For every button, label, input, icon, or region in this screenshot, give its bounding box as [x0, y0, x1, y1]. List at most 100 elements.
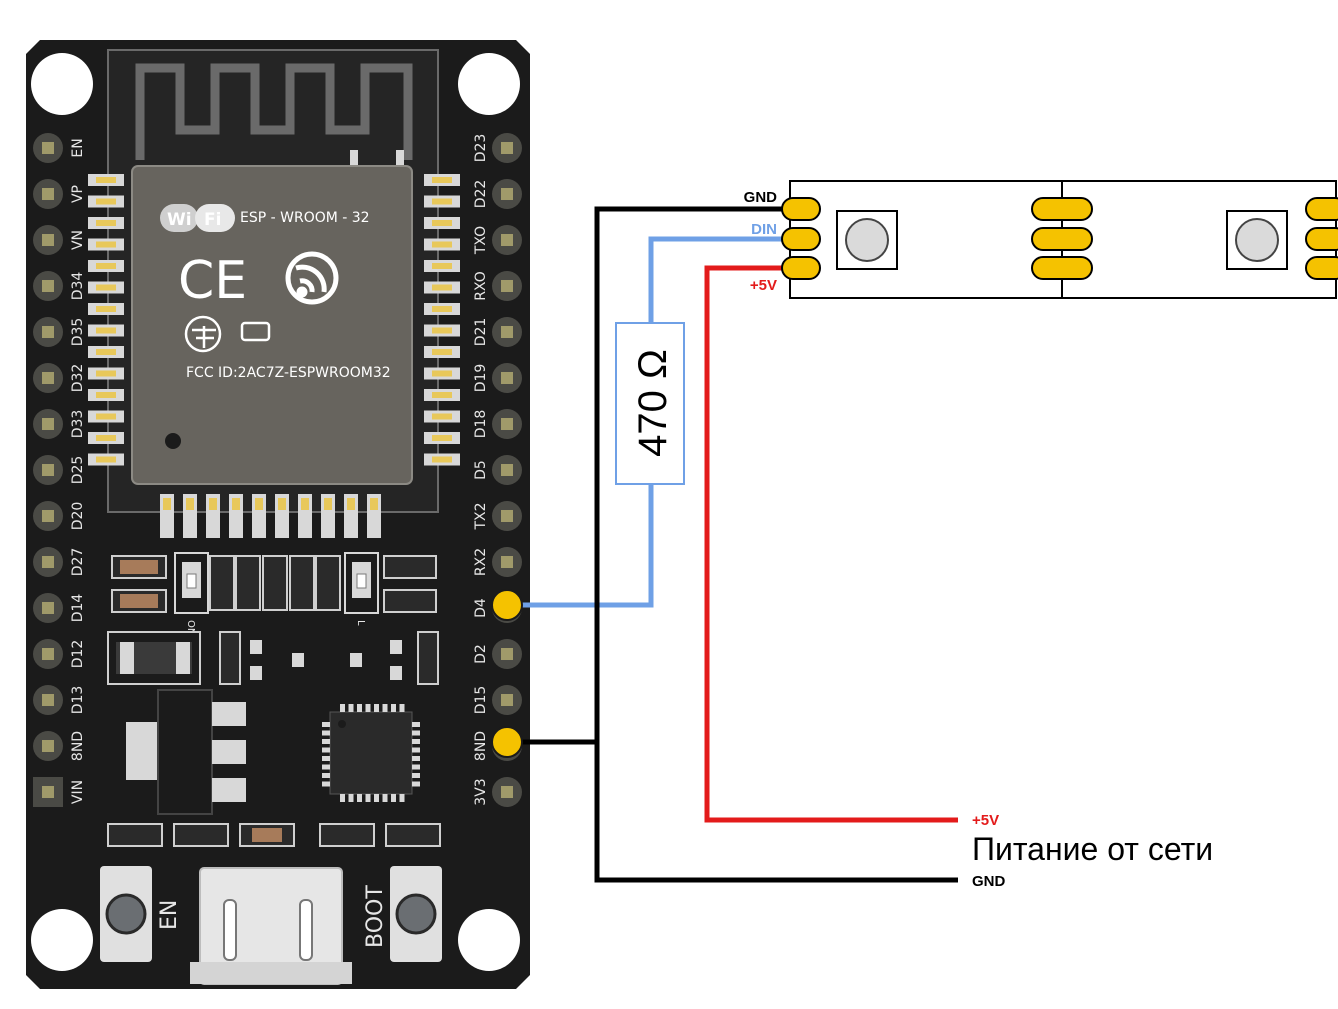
- left-pin-d13: D13: [33, 685, 86, 715]
- en-button-cap-icon[interactable]: [105, 893, 147, 935]
- wifi-fi-text: Fi: [204, 210, 221, 230]
- right-pin-d15: D15: [473, 685, 522, 715]
- mount-hole-bottom-left: [31, 909, 93, 971]
- right-pin-label: D18: [473, 410, 489, 439]
- strip-pad-5v: [781, 256, 821, 280]
- usb-uart-chip: [322, 704, 420, 802]
- left-pin-label: VIN: [70, 780, 86, 804]
- left-pin-8nd: 8ND: [33, 731, 86, 761]
- strip-led-1: [836, 210, 898, 270]
- left-pin-label: D32: [70, 364, 86, 393]
- mains-power-labels: +5V Питание от сети GND: [972, 812, 1213, 890]
- left-pin-vp: VP: [33, 179, 86, 209]
- resistor-label: 470 Ω: [631, 349, 675, 457]
- led-on-label: ON: [185, 620, 196, 635]
- left-pin-header: ENVPVND34D35D32D33D25D20D27D14D12D138NDV…: [33, 133, 86, 807]
- left-pin-d25: D25: [33, 455, 86, 485]
- right-pin-label: D19: [473, 364, 489, 393]
- right-pin-label: D23: [473, 134, 489, 163]
- voltage-regulator: [157, 689, 213, 815]
- left-pin-label: EN: [70, 138, 86, 157]
- data-wire-resistor-to-din: [648, 236, 790, 323]
- right-pin-label: 8ND: [473, 731, 489, 761]
- en-button[interactable]: [100, 866, 152, 962]
- left-pin-d14: D14: [33, 593, 86, 623]
- left-pin-d33: D33: [33, 409, 86, 439]
- left-pin-d34: D34: [33, 271, 86, 301]
- mount-hole-bottom-right: [458, 909, 520, 971]
- strip-5v-label: +5V: [750, 277, 777, 294]
- boot-button[interactable]: [390, 866, 442, 962]
- left-pin-label: D33: [70, 410, 86, 439]
- left-pin-vin: VIN: [33, 777, 86, 807]
- boot-button-cap-icon[interactable]: [395, 893, 437, 935]
- right-pin-label: RXO: [473, 271, 489, 300]
- fcc-id-label: FCC ID:2AC7Z-ESPWROOM32: [186, 365, 391, 381]
- right-pin-rxo: RXO: [473, 271, 522, 301]
- power-title: Питание от сети: [972, 831, 1213, 867]
- left-pin-en: EN: [33, 133, 86, 163]
- esp32-board: Wi Fi ESP - WROOM - 32 CE FCC ID:2AC7Z-E…: [26, 40, 530, 989]
- wifi-logo: Wi Fi: [160, 204, 235, 232]
- boot-button-label: BOOT: [363, 885, 388, 948]
- left-pin-d27: D27: [33, 547, 86, 577]
- left-pin-d35: D35: [33, 317, 86, 347]
- right-pin-label: TXO: [473, 226, 489, 255]
- wifi-wi-text: Wi: [167, 210, 192, 230]
- small-rect-mark: [240, 321, 271, 342]
- right-pin-d2: D2: [473, 639, 522, 669]
- en-button-label: EN: [157, 900, 182, 930]
- right-pin-d21: D21: [473, 317, 522, 347]
- right-pin-label: D2: [473, 644, 489, 664]
- strip-din-label: DIN: [751, 221, 777, 238]
- d4-connection-dot: [491, 589, 523, 621]
- strip-led-2: [1226, 210, 1288, 270]
- right-pin-rx2: RX2: [473, 547, 522, 577]
- left-pin-label: D34: [70, 272, 86, 301]
- right-pin-d19: D19: [473, 363, 522, 393]
- power-5v-wire: [704, 265, 958, 823]
- ce-mark: CE: [178, 251, 247, 311]
- right-pin-d18: D18: [473, 409, 522, 439]
- power-5v-label: +5V: [972, 812, 999, 829]
- right-pin-label: D22: [473, 180, 489, 209]
- mount-hole-top-left: [31, 53, 93, 115]
- right-pin-txo: TXO: [473, 225, 522, 255]
- strip-gnd-label: GND: [744, 189, 778, 206]
- voltage-regulator-tab: [126, 722, 160, 780]
- smd-components: ON L: [107, 552, 441, 847]
- left-pin-label: D12: [70, 640, 86, 669]
- wires: [520, 206, 958, 883]
- left-pin-d20: D20: [33, 501, 86, 531]
- mount-hole-top-right: [458, 53, 520, 115]
- data-wire-d4-to-resistor: [520, 484, 654, 608]
- left-pin-label: D25: [70, 456, 86, 485]
- module-model-label: ESP - WROOM - 32: [240, 210, 370, 226]
- resistor-470: 470 Ω: [615, 322, 685, 485]
- left-pin-d12: D12: [33, 639, 86, 669]
- right-pin-d23: D23: [473, 133, 522, 163]
- left-pin-label: 8ND: [70, 731, 86, 761]
- right-pin-label: TX2: [473, 502, 489, 530]
- micro-usb-port[interactable]: [190, 867, 352, 985]
- left-pin-label: D27: [70, 548, 86, 577]
- gnd-connection-dot: [491, 726, 523, 758]
- gnd-wire: [594, 206, 958, 883]
- right-pin-label: RX2: [473, 548, 489, 576]
- led-l-label: L: [355, 620, 366, 626]
- antenna-trace: [135, 63, 413, 160]
- left-pin-label: D20: [70, 502, 86, 531]
- strip-pad-gnd: [781, 197, 821, 221]
- power-gnd-label: GND: [972, 873, 1006, 890]
- right-pin-label: D5: [473, 460, 489, 480]
- left-pin-label: VP: [70, 185, 86, 203]
- led-strip: GND DIN +5V: [744, 180, 1338, 299]
- strip-pad-din: [781, 227, 821, 251]
- wroom-shield-can: [131, 165, 413, 485]
- left-pin-label: D14: [70, 594, 86, 623]
- telec-mark-icon: [184, 315, 222, 353]
- pin1-dot: [165, 433, 181, 449]
- right-pin-label: D4: [473, 598, 489, 618]
- left-pin-label: D35: [70, 318, 86, 347]
